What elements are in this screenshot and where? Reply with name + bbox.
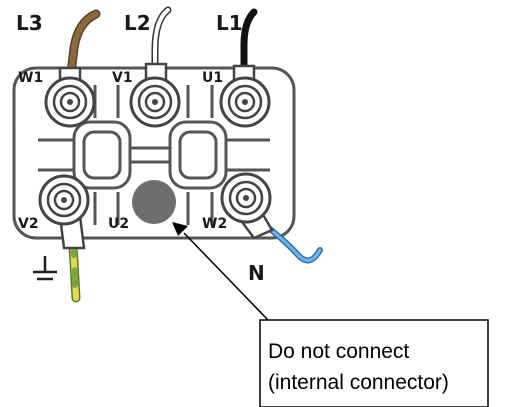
screw-u1 [219, 76, 271, 128]
callout-line-2: (internal connector) [268, 371, 449, 394]
label-v2: V2 [18, 216, 39, 232]
label-l3: L3 [16, 11, 43, 35]
screw-w1 [44, 76, 96, 128]
label-l2: L2 [124, 11, 151, 35]
label-w1: W1 [18, 70, 43, 86]
label-v1: V1 [112, 70, 133, 86]
wire-l1 [240, 8, 258, 84]
callout-line-1: Do not connect [268, 340, 409, 363]
ground-symbol-icon [33, 256, 57, 281]
callout-arrow [172, 222, 269, 321]
internal-connector-u2 [132, 180, 176, 224]
label-l1: L1 [216, 11, 243, 35]
bridge-links [38, 85, 270, 225]
callout-box [259, 319, 489, 407]
label-u1: U1 [202, 70, 223, 86]
label-u2: U2 [108, 216, 129, 232]
screw-v2 [38, 174, 90, 226]
label-n: N [248, 261, 265, 285]
screw-v1 [129, 76, 181, 128]
screw-w2 [220, 172, 272, 224]
label-w2: W2 [202, 216, 227, 232]
supply-wires [65, 6, 323, 303]
